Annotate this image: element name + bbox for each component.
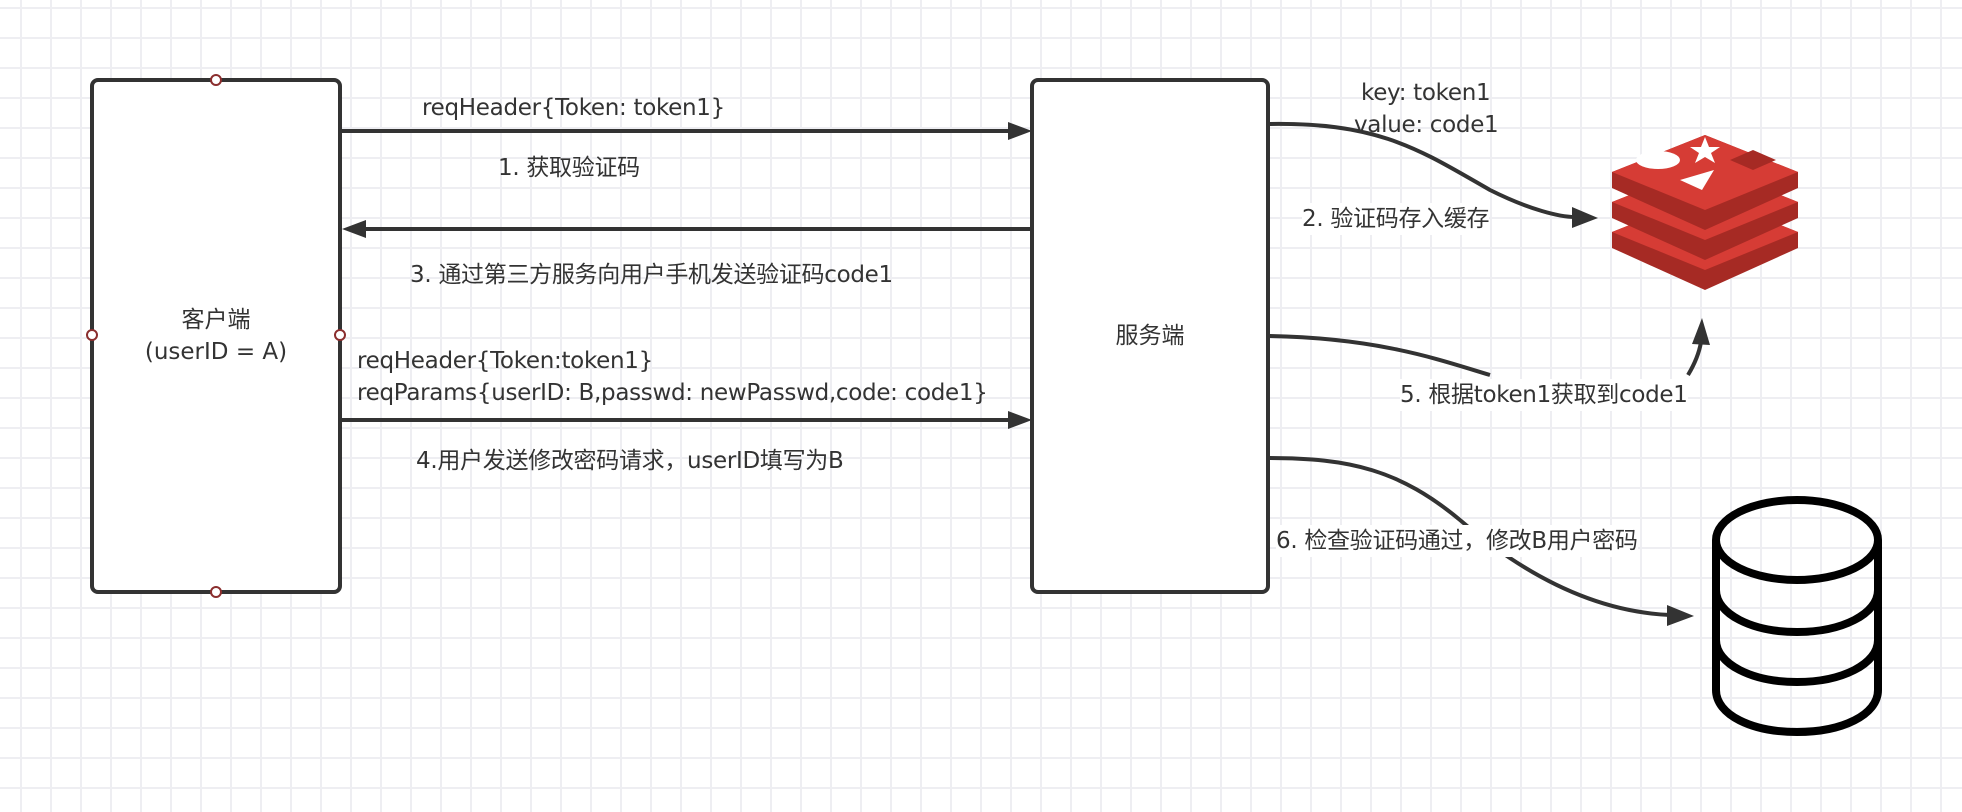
arrowhead-icon <box>1572 207 1598 228</box>
server-node[interactable]: 服务端 <box>1030 78 1270 594</box>
connector-dot-right[interactable] <box>334 329 346 341</box>
step3-description-label: 3. 通过第三方服务向用户手机发送验证码code1 <box>410 262 893 288</box>
edge-step2-curve[interactable] <box>1267 121 1598 228</box>
arrowhead-icon <box>342 220 366 238</box>
step1-header-label: reqHeader{Token: token1} <box>422 95 725 121</box>
database-icon <box>1712 496 1882 737</box>
diamond-shape <box>1730 150 1776 170</box>
arrowhead-icon <box>1692 318 1710 345</box>
edge-step6-curve[interactable] <box>1267 456 1694 626</box>
step1-description-label: 1. 获取验证码 <box>498 155 640 181</box>
server-label: 服务端 <box>1115 323 1185 349</box>
client-title: 客户端 <box>181 307 251 333</box>
arrowhead-icon <box>1667 605 1694 626</box>
arrowhead-icon <box>1008 411 1032 429</box>
star-shape <box>1690 137 1720 163</box>
connector-dot-top[interactable] <box>210 74 222 86</box>
step2-description-label: 2. 验证码存入缓存 <box>1302 203 1490 235</box>
step4-header-label: reqHeader{Token:token1} <box>357 348 653 374</box>
redis-icon <box>1612 135 1798 290</box>
arrowhead-icon <box>1008 122 1032 140</box>
client-node[interactable]: 客户端 (userID = A) <box>90 78 342 594</box>
client-label: 客户端 (userID = A) <box>145 304 287 368</box>
connector-dot-left[interactable] <box>86 329 98 341</box>
triangle-shape <box>1680 170 1714 190</box>
connector-dot-bottom[interactable] <box>210 586 222 598</box>
edge-step4-arrow[interactable] <box>340 411 1032 429</box>
step6-description-label: 6. 检查验证码通过，修改B用户密码 <box>1276 525 1638 557</box>
client-user-id: (userID = A) <box>144 339 288 365</box>
edge-step3-arrow[interactable] <box>342 220 1032 238</box>
step4-description-label: 4.用户发送修改密码请求，userID填写为B <box>416 448 844 474</box>
edge-step1-arrow[interactable] <box>340 122 1032 140</box>
step2-value-label: value: code1 <box>1354 112 1499 138</box>
edge-step5-curve[interactable] <box>1267 318 1710 377</box>
step4-params-label: reqParams{userID: B,passwd: newPasswd,co… <box>357 380 988 406</box>
step5-description-label: 5. 根据token1获取到code1 <box>1400 379 1688 411</box>
step2-key-label: key: token1 <box>1361 80 1491 106</box>
circle-shape <box>1636 151 1680 169</box>
